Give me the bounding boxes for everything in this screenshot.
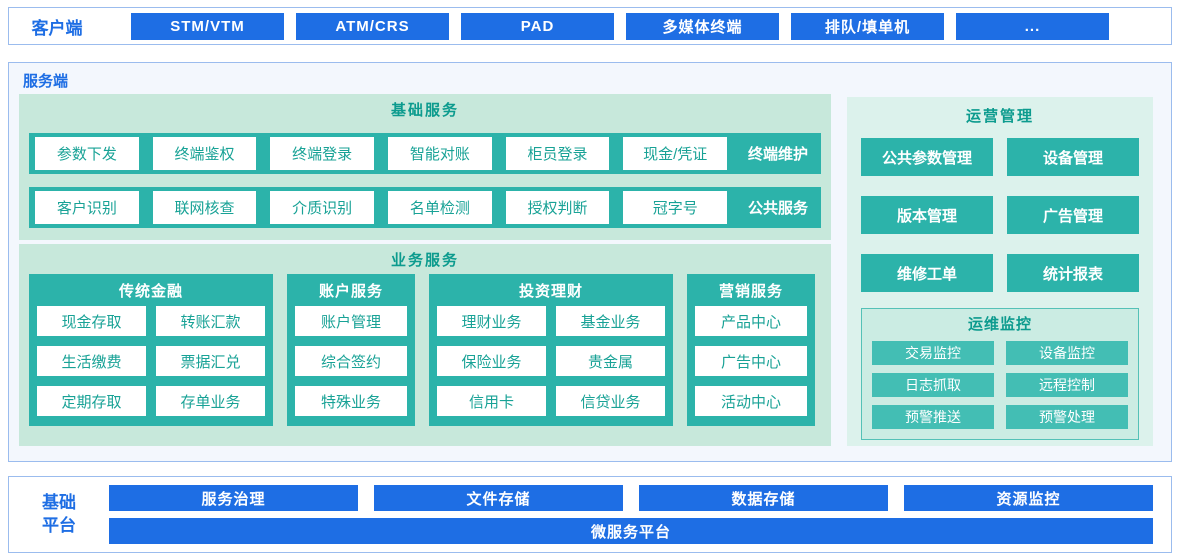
ad-center-box: 广告中心 [695, 346, 807, 376]
authorization-judge-box: 授权判断 [505, 191, 610, 224]
log-capture-block: 日志抓取 [872, 373, 994, 397]
terminal-maintenance-tag: 终端维护 [748, 146, 809, 163]
client-terminal-list: STM/VTM ATM/CRS PAD 多媒体终端 排队/填单机 ... [105, 12, 1171, 40]
alert-handle-block: 预警处理 [1006, 405, 1128, 429]
ops-monitoring-box: 运维监控 交易监控 设备监控 日志抓取 远程控制 预警推送 预警处理 [861, 308, 1139, 440]
public-param-mgmt-block: 公共参数管理 [861, 138, 993, 176]
microservice-platform-block: 微服务平台 [109, 518, 1153, 544]
terminal-maintenance-row: 参数下发 终端鉴权 终端登录 智能对账 柜员登录 现金/凭证 终端维护 [29, 133, 821, 174]
business-services-title: 业务服务 [390, 252, 459, 269]
bill-exchange-box: 票据汇兑 [156, 346, 265, 376]
platform-label-wrap: 基础平台 [9, 492, 109, 538]
account-services-title: 账户服务 [318, 283, 383, 300]
terminal-auth-box: 终端鉴权 [152, 137, 257, 170]
account-management-box: 账户管理 [295, 306, 407, 336]
traditional-finance-title: 传统金融 [118, 283, 183, 300]
terminal-login-box: 终端登录 [270, 137, 375, 170]
platform-row: 服务治理 文件存储 数据存储 资源监控 [109, 485, 1153, 511]
queue-form-machine-block: 排队/填单机 [791, 12, 944, 40]
account-services-panel: 账户服务 账户管理 综合签约 特殊业务 [287, 274, 415, 426]
operations-grid: 公共参数管理 设备管理 版本管理 广告管理 维修工单 统计报表 [861, 138, 1139, 292]
teller-login-box: 柜员登录 [505, 137, 610, 170]
client-label: 客户端 [31, 18, 83, 38]
cash-voucher-box: 现金/凭证 [623, 137, 728, 170]
activity-center-box: 活动中心 [695, 386, 807, 416]
basic-services-title: 基础服务 [390, 102, 459, 119]
server-label: 服务端 [23, 73, 69, 90]
credit-business-box: 信贷业务 [556, 386, 665, 416]
insurance-business-box: 保险业务 [437, 346, 546, 376]
banknote-serial-box: 冠字号 [623, 191, 728, 224]
media-identify-box: 介质识别 [270, 191, 375, 224]
atm-crs-block: ATM/CRS [296, 12, 449, 40]
ad-mgmt-block: 广告管理 [1007, 196, 1139, 234]
fund-business-box: 基金业务 [556, 306, 665, 336]
version-mgmt-block: 版本管理 [861, 196, 993, 234]
resource-monitor-block: 资源监控 [904, 485, 1153, 511]
public-service-row: 客户识别 联网核查 介质识别 名单检测 授权判断 冠字号 公共服务 [29, 187, 821, 228]
server-section: 服务端 基础服务 参数下发 终端鉴权 终端登录 智能对账 柜员登录 现金/凭证 … [8, 62, 1172, 462]
service-governance-block: 服务治理 [109, 485, 358, 511]
fixed-deposit-box: 定期存取 [37, 386, 146, 416]
business-groups: 传统金融 现金存取 转账汇款 生活缴费 票据汇兑 定期存取 存单业务 账户服务 … [29, 274, 821, 426]
comprehensive-signing-box: 综合签约 [295, 346, 407, 376]
ops-monitoring-grid: 交易监控 设备监控 日志抓取 远程控制 预警推送 预警处理 [872, 341, 1128, 429]
public-service-tag: 公共服务 [748, 200, 809, 217]
stm-vtm-block: STM/VTM [131, 12, 284, 40]
cash-deposit-withdraw-box: 现金存取 [37, 306, 146, 336]
wealth-business-box: 理财业务 [437, 306, 546, 336]
product-center-box: 产品中心 [695, 306, 807, 336]
customer-identify-box: 客户识别 [35, 191, 139, 224]
transaction-monitor-block: 交易监控 [872, 341, 994, 365]
traditional-finance-panel: 传统金融 现金存取 转账汇款 生活缴费 票据汇兑 定期存取 存单业务 [29, 274, 273, 426]
deposit-certificate-box: 存单业务 [156, 386, 265, 416]
client-section: 客户端 STM/VTM ATM/CRS PAD 多媒体终端 排队/填单机 ... [8, 7, 1172, 45]
platform-section: 基础平台 服务治理 文件存储 数据存储 资源监控 微服务平台 [8, 476, 1172, 553]
platform-main: 服务治理 文件存储 数据存储 资源监控 微服务平台 [109, 485, 1171, 544]
more-terminals-block: ... [956, 12, 1109, 40]
business-services-block: 业务服务 传统金融 现金存取 转账汇款 生活缴费 票据汇兑 定期存取 存单业务 … [19, 244, 831, 446]
precious-metal-box: 贵金属 [556, 346, 665, 376]
operations-title: 运营管理 [965, 108, 1034, 125]
param-dispatch-box: 参数下发 [35, 137, 139, 170]
life-payment-box: 生活缴费 [37, 346, 146, 376]
device-monitor-block: 设备监控 [1006, 341, 1128, 365]
alert-push-block: 预警推送 [872, 405, 994, 429]
statistics-report-block: 统计报表 [1007, 254, 1139, 292]
marketing-services-title: 营销服务 [718, 283, 783, 300]
credit-card-box: 信用卡 [437, 386, 546, 416]
data-storage-block: 数据存储 [639, 485, 888, 511]
marketing-services-panel: 营销服务 产品中心 广告中心 活动中心 [687, 274, 815, 426]
pad-block: PAD [461, 12, 614, 40]
repair-workorder-block: 维修工单 [861, 254, 993, 292]
investment-title: 投资理财 [518, 283, 583, 300]
ops-monitoring-title: 运维监控 [967, 316, 1032, 333]
network-verification-box: 联网核查 [152, 191, 257, 224]
special-business-box: 特殊业务 [295, 386, 407, 416]
remote-control-block: 远程控制 [1006, 373, 1128, 397]
transfer-remittance-box: 转账汇款 [156, 306, 265, 336]
investment-panel: 投资理财 理财业务 基金业务 保险业务 贵金属 信用卡 信贷业务 [429, 274, 673, 426]
file-storage-block: 文件存储 [374, 485, 623, 511]
multimedia-terminal-block: 多媒体终端 [626, 12, 779, 40]
basic-services-block: 基础服务 参数下发 终端鉴权 终端登录 智能对账 柜员登录 现金/凭证 终端维护… [19, 94, 831, 240]
device-mgmt-block: 设备管理 [1007, 138, 1139, 176]
list-check-box: 名单检测 [388, 191, 492, 224]
platform-label: 基础平台 [42, 492, 76, 535]
smart-reconciliation-box: 智能对账 [388, 137, 492, 170]
operations-management-block: 运营管理 公共参数管理 设备管理 版本管理 广告管理 维修工单 统计报表 运维监… [847, 97, 1153, 446]
